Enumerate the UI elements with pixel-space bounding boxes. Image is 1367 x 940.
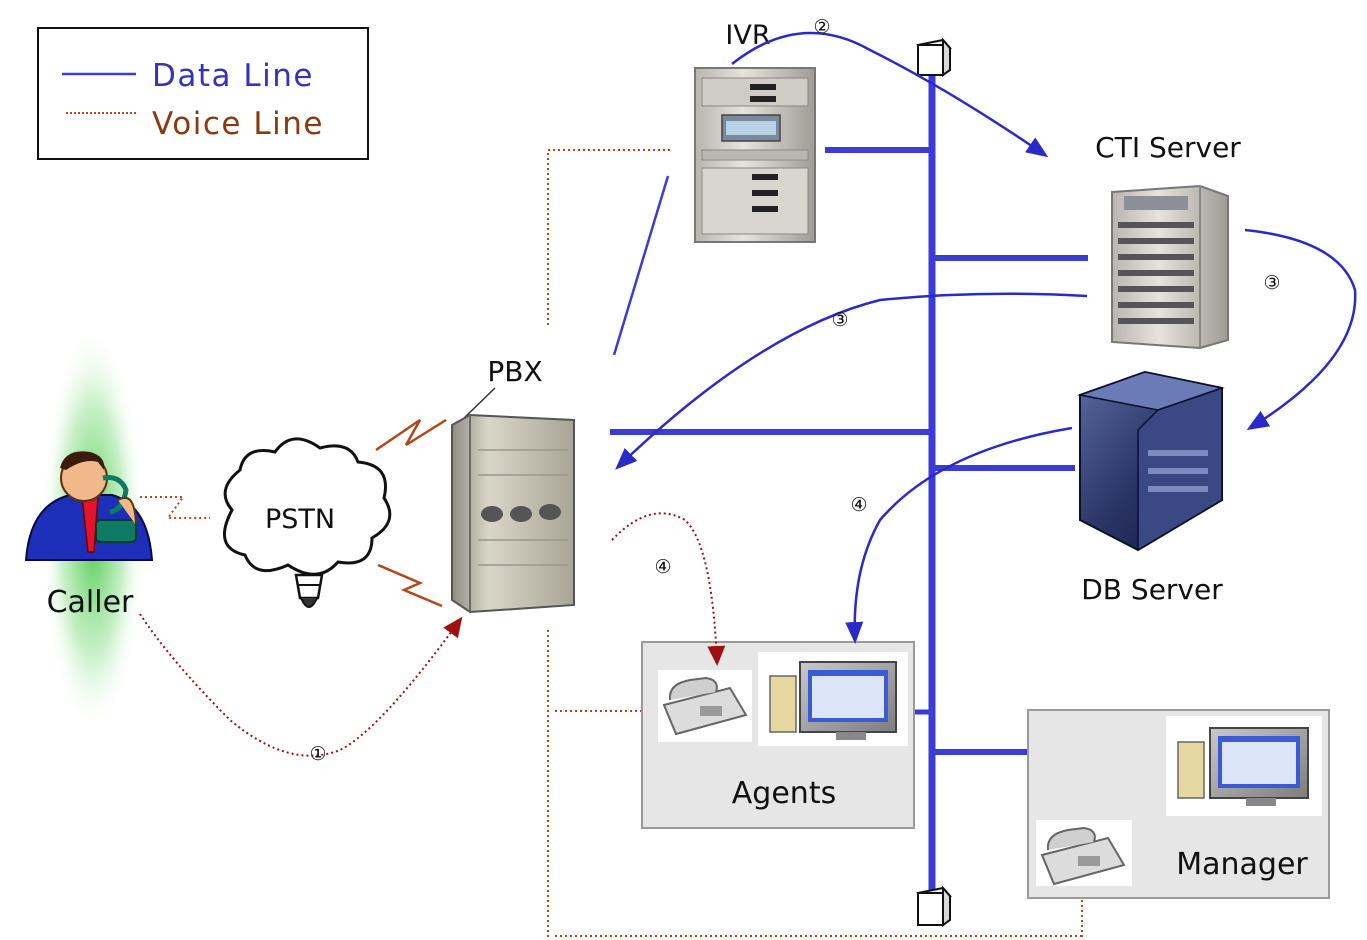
caller-label: Caller	[47, 585, 134, 620]
step-marker-3-right: ③	[1263, 272, 1280, 294]
voice-line-caller-pstn	[140, 496, 210, 519]
db-server: DB Server	[1077, 370, 1225, 606]
caller: Caller	[24, 325, 154, 735]
bus-terminator-bottom	[916, 885, 952, 927]
step-marker-1: ①	[309, 743, 326, 765]
pstn: PSTN	[223, 418, 447, 608]
voice-line-pbx-ivr	[547, 149, 670, 325]
db-server-cabinet-icon	[1077, 370, 1225, 552]
pstn-pbx-trunk-lower	[377, 563, 443, 608]
pstn-cloud-icon	[223, 437, 392, 576]
caller-person-icon	[24, 451, 154, 561]
pstn-bulb-icon	[294, 573, 324, 608]
cti-server-label: CTI Server	[1095, 131, 1241, 164]
voice-lines	[140, 149, 1083, 940]
pstn-pbx-trunk-upper	[375, 418, 447, 452]
ivr-rack-icon	[694, 67, 816, 243]
arrow-ivr-to-cti	[731, 31, 1049, 158]
manager-phone-icon	[1040, 826, 1126, 886]
arrow-cti-to-db	[1244, 228, 1357, 431]
agents-phone-icon	[662, 676, 748, 736]
step-marker-4-db: ④	[850, 494, 867, 516]
manager-computer-icon	[1177, 727, 1309, 806]
arrow-db-to-agents	[845, 426, 1073, 644]
arrow-pbx-to-agents	[611, 512, 726, 666]
flow-arrows-blue	[615, 31, 1357, 644]
agents-label: Agents	[732, 776, 836, 811]
step-markers: ① ② ③ ③ ④ ④	[309, 16, 1280, 765]
cti-server: CTI Server	[1095, 131, 1241, 350]
arrow-cti-to-pbx	[615, 292, 1088, 470]
legend: Data Line Voice Line	[37, 27, 369, 160]
cti-server-rack-icon	[1111, 184, 1229, 350]
legend-box	[37, 27, 369, 160]
step-marker-3-left: ③	[831, 309, 848, 331]
ivr-label: IVR	[725, 20, 770, 51]
arrow-caller-to-pbx	[139, 613, 463, 757]
agents: Agents	[641, 641, 915, 829]
db-server-label: DB Server	[1081, 573, 1223, 606]
pbx-ivr-data-link	[612, 175, 670, 356]
manager: Manager	[1027, 709, 1330, 899]
flow-arrows-red	[139, 512, 726, 757]
step-marker-4-pbx: ④	[654, 556, 671, 578]
ivr: IVR	[694, 20, 816, 243]
manager-label: Manager	[1176, 847, 1308, 882]
pbx-cabinet-icon	[451, 413, 575, 614]
legend-data-line-label: Data Line	[152, 58, 314, 94]
pstn-label: PSTN	[265, 504, 335, 535]
legend-voice-line-label: Voice Line	[152, 106, 324, 142]
pbx-label: PBX	[487, 355, 542, 388]
step-marker-2: ②	[813, 16, 830, 38]
pbx: PBX	[451, 355, 575, 614]
bus-terminator-top	[916, 37, 952, 77]
agents-computer-icon	[769, 661, 897, 740]
